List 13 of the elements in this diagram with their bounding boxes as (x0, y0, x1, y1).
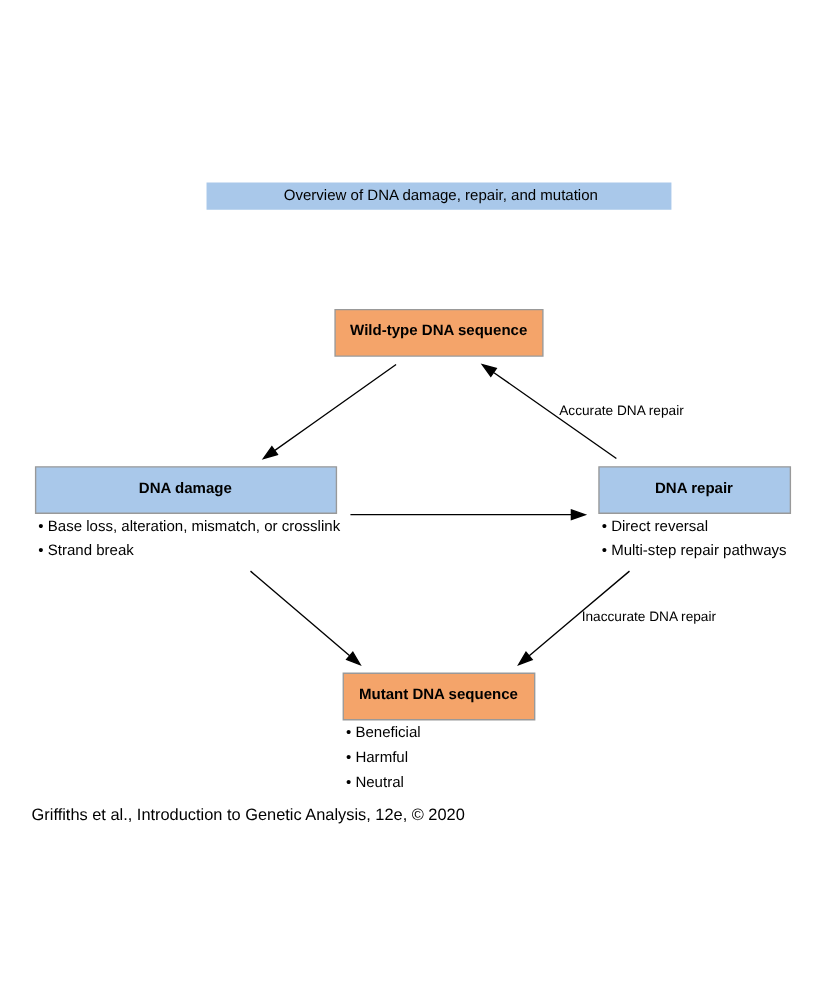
node-label: • Neutral (346, 771, 404, 790)
diagram-title: Overview of DNA damage, repair, and mutation (283, 184, 598, 203)
node-label: • Strand break (38, 540, 134, 559)
arrow (249, 569, 362, 666)
node-label: • Base loss, alteration, mismatch, or crosslink (38, 515, 341, 534)
arrow (349, 507, 588, 520)
arrow (261, 362, 397, 459)
node-label: • Multi-step repair pathways (601, 540, 787, 559)
node-label: • Direct reversal (601, 515, 709, 534)
node-label: • Harmful (346, 746, 409, 765)
arrow (480, 362, 618, 459)
arrow (517, 569, 631, 666)
node-label: • Beneficial (346, 722, 421, 741)
